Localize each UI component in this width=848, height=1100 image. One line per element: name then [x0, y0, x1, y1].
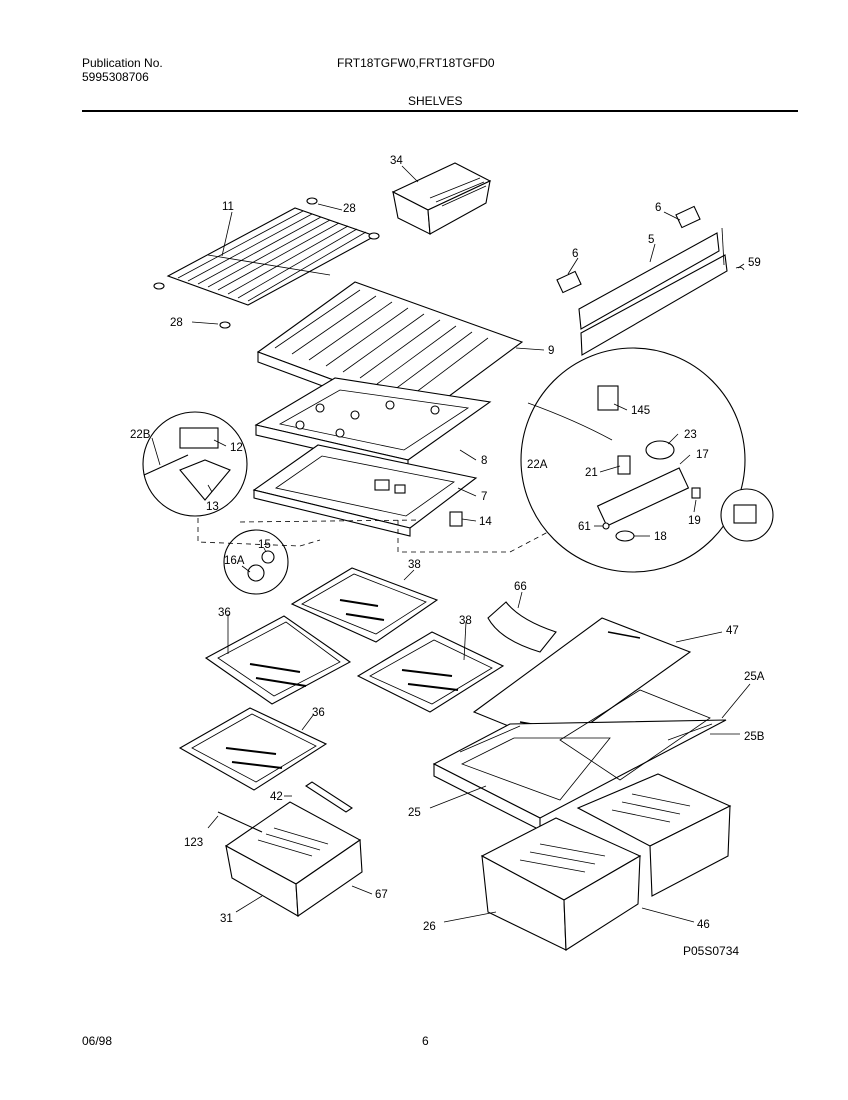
light-assembly-detail	[520, 347, 746, 573]
callout-67: 67	[375, 889, 388, 901]
callout-36: 36	[218, 607, 231, 619]
callout-25a: 25A	[744, 671, 765, 683]
callout-17: 17	[696, 449, 709, 461]
callout-labels: 11 28 28 34 6 6 5 59 9 145 23 22A 21 17 …	[130, 155, 765, 933]
page-number: 6	[422, 1034, 429, 1048]
callout-26: 26	[423, 921, 436, 933]
callout-22a: 22A	[527, 459, 548, 471]
callout-47: 47	[726, 625, 739, 637]
publication-label: Publication No.	[82, 56, 163, 70]
glass-shelf-36-left	[204, 615, 352, 705]
thermostat-detail	[142, 411, 248, 517]
crisper-drawer-left-part	[217, 801, 363, 918]
callout-123: 123	[184, 837, 203, 849]
callout-13: 13	[206, 501, 219, 513]
publication-number: 5995308706	[82, 70, 149, 84]
callout-31: 31	[220, 913, 233, 925]
callout-25b: 25B	[744, 731, 765, 743]
callout-38: 38	[459, 615, 472, 627]
glass-shelf-38-right	[356, 631, 505, 713]
callout-6: 6	[572, 248, 578, 260]
callout-18: 18	[654, 531, 667, 543]
bracket-part	[556, 205, 745, 356]
crisper-drawer-center-part	[480, 817, 642, 951]
callout-25: 25	[408, 807, 421, 819]
callout-19: 19	[688, 515, 701, 527]
callout-46: 46	[697, 919, 710, 931]
callout-59: 59	[748, 257, 761, 269]
socket-detail	[720, 488, 774, 542]
glass-shelf-36-lower	[178, 707, 328, 791]
callout-7: 7	[481, 491, 487, 503]
callout-5: 5	[648, 234, 654, 246]
wire-shelf-part	[153, 197, 380, 329]
trim-part	[487, 601, 557, 653]
model-numbers: FRT18TGFW0,FRT18TGFD0	[337, 56, 495, 70]
glass-shelf-38-top	[290, 567, 439, 643]
callout-28: 28	[170, 317, 183, 329]
deli-drawer-part	[391, 162, 492, 235]
crisper-drawer-right-part	[576, 773, 732, 897]
callout-28: 28	[343, 203, 356, 215]
callout-36: 36	[312, 707, 325, 719]
callout-38: 38	[408, 559, 421, 571]
figure-code: P05S0734	[683, 944, 740, 958]
callout-16a: 16A	[224, 555, 245, 567]
callout-23: 23	[684, 429, 697, 441]
callout-9: 9	[548, 345, 554, 357]
callout-34: 34	[390, 155, 403, 167]
callout-15: 15	[258, 539, 271, 551]
header-rule	[82, 110, 798, 112]
footer-date: 06/98	[82, 1034, 113, 1048]
callout-11: 11	[222, 201, 234, 213]
divider-part	[304, 781, 354, 813]
callout-145: 145	[631, 405, 650, 417]
callout-61: 61	[578, 521, 591, 533]
callout-12: 12	[230, 442, 243, 454]
callout-8: 8	[481, 455, 487, 467]
light-bulb-detail	[223, 529, 289, 595]
callout-6: 6	[655, 202, 661, 214]
control-panel-part	[252, 444, 478, 537]
leader-lines	[151, 165, 751, 923]
callout-14: 14	[479, 516, 492, 528]
switch-part	[449, 511, 463, 527]
callout-21: 21	[585, 467, 598, 479]
section-title: SHELVES	[408, 94, 463, 108]
crisper-cover-frame-part	[432, 689, 727, 831]
callout-22b: 22B	[130, 429, 151, 441]
callout-66: 66	[514, 581, 527, 593]
callout-42: 42	[270, 791, 283, 803]
